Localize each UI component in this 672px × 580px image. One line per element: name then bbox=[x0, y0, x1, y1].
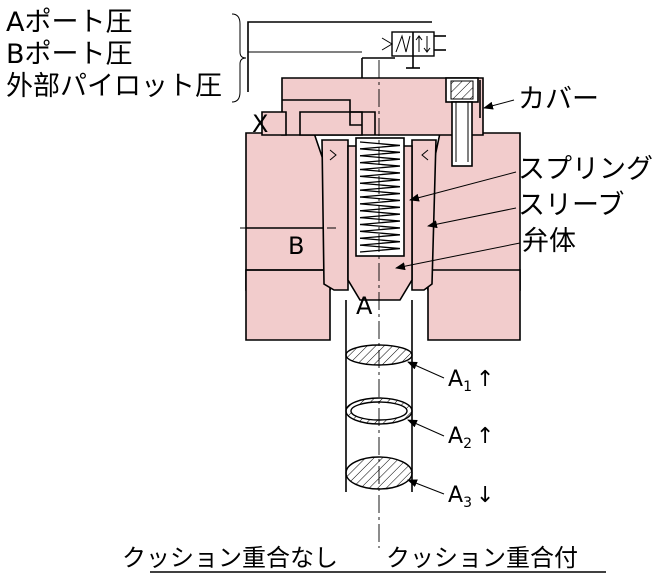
spring bbox=[359, 141, 401, 253]
sleeve bbox=[321, 139, 437, 291]
spring-coil-segment bbox=[359, 216, 401, 226]
pressure-brace bbox=[231, 13, 247, 103]
svg-text:A3↓: A3↓ bbox=[448, 483, 494, 511]
label-a-port-pressure: Aポート圧 bbox=[6, 7, 132, 38]
spring-label: スプリング bbox=[518, 154, 653, 185]
spring-coil-segment bbox=[359, 196, 401, 205]
port-a-passage bbox=[345, 300, 413, 492]
spring-coil-segment bbox=[359, 189, 401, 198]
svg-text:A1↑: A1↑ bbox=[448, 367, 494, 395]
spring-coil-segment bbox=[359, 223, 401, 233]
leader-lines bbox=[395, 99, 521, 495]
spring-coil-segment bbox=[359, 155, 401, 164]
poppet-label: 弁体 bbox=[522, 226, 576, 257]
spring-coil-segment bbox=[359, 230, 401, 239]
spring-coil-segment bbox=[359, 141, 401, 150]
port-b-label: B bbox=[288, 232, 304, 260]
area-a1-label: A1↑ bbox=[448, 367, 494, 395]
port-x-label: X bbox=[252, 110, 268, 138]
spring-coil-segment bbox=[359, 182, 401, 191]
spring-coil-segment bbox=[359, 237, 401, 246]
port-a-label: A bbox=[356, 292, 373, 320]
label-without-overlap: クッション重合なし bbox=[122, 544, 338, 572]
cover-label: カバー bbox=[518, 84, 599, 115]
spring-coil-segment bbox=[359, 148, 401, 157]
spring-coil-segment bbox=[359, 244, 401, 253]
spring-coil-segment bbox=[359, 203, 401, 212]
sleeve-label: スリーブ bbox=[518, 190, 624, 221]
label-b-port-pressure: Bポート圧 bbox=[6, 39, 133, 70]
label-with-overlap: クッション重合付 bbox=[386, 544, 578, 572]
area-a2-label: A2↑ bbox=[448, 424, 494, 452]
pilot-circuit bbox=[247, 21, 446, 92]
spring-coil-segment bbox=[359, 175, 401, 184]
cover bbox=[261, 77, 484, 136]
cover-bolt bbox=[445, 77, 481, 167]
svg-text:A2↑: A2↑ bbox=[448, 424, 494, 452]
area-a3-label: A3↓ bbox=[448, 483, 494, 511]
label-external-pilot-pressure: 外部パイロット圧 bbox=[6, 71, 222, 102]
spring-coil-segment bbox=[359, 210, 401, 219]
spring-coil-segment bbox=[359, 168, 401, 178]
spring-coil-segment bbox=[359, 161, 401, 171]
